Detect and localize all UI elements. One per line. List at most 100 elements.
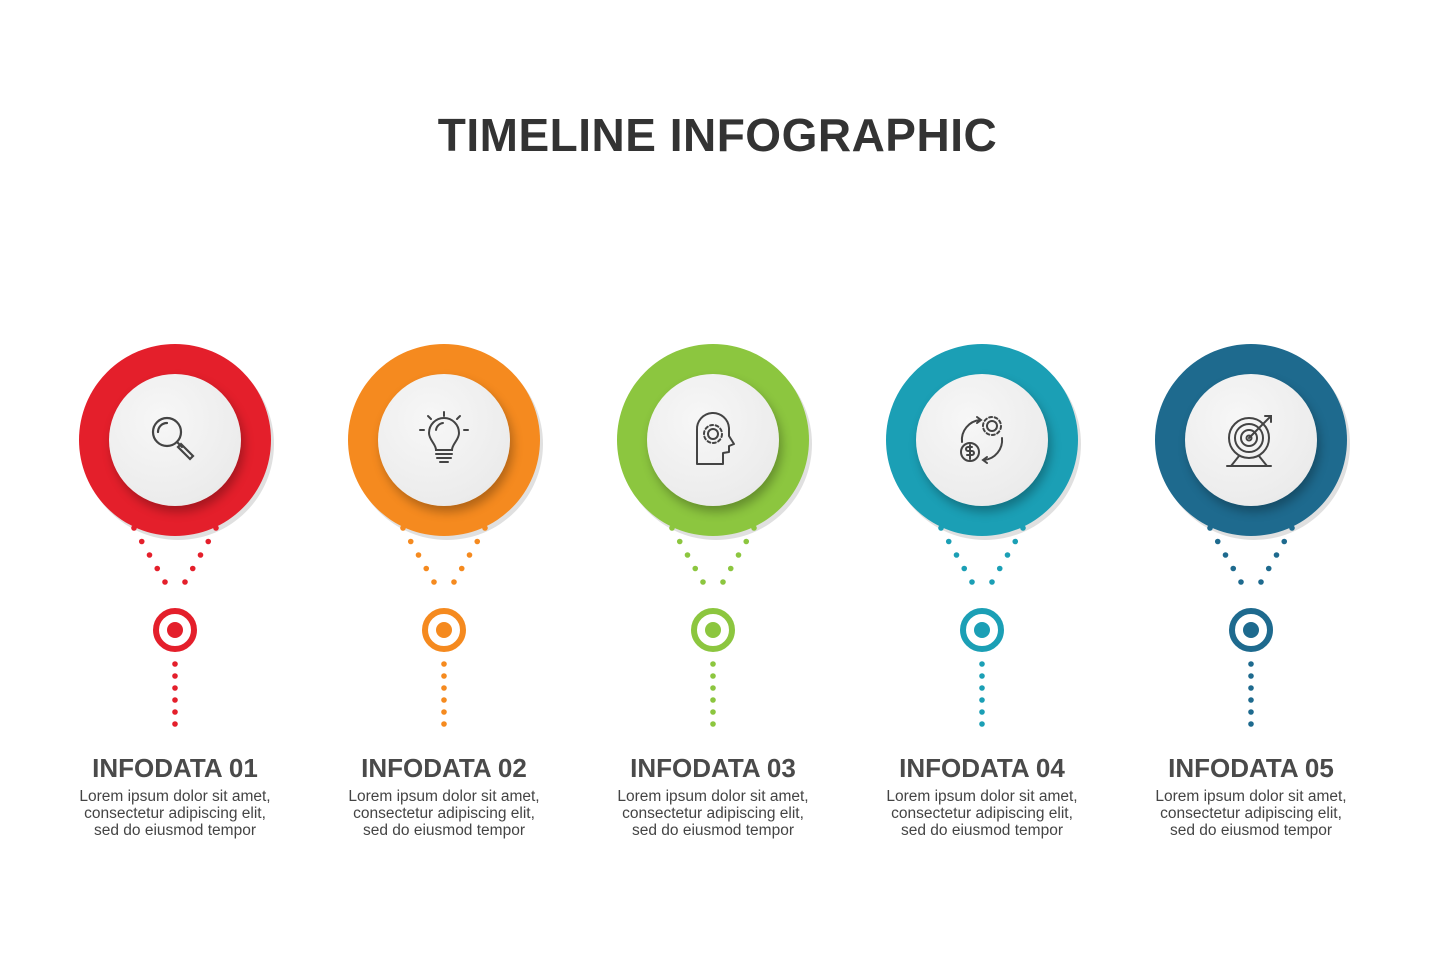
- timeline-step-4: INFODATA 04 Lorem ipsum dolor sit amet, …: [847, 330, 1117, 890]
- timeline-step-2: INFODATA 02 Lorem ipsum dolor sit amet, …: [309, 330, 579, 890]
- timeline-node-center: [167, 622, 183, 638]
- connector-dot: [969, 579, 975, 585]
- connector-dot: [172, 685, 178, 691]
- connector-dot: [979, 661, 985, 667]
- connector-dot: [146, 552, 153, 558]
- step-description: Lorem ipsum dolor sit amet, consectetur …: [348, 788, 540, 839]
- connector-dot: [423, 565, 430, 572]
- connector-dot: [407, 538, 414, 545]
- connector-dot: [1012, 538, 1019, 545]
- connector-dot: [172, 709, 178, 715]
- step-description: Lorem ipsum dolor sit amet, consectetur …: [1155, 788, 1347, 839]
- step-icon-disc: [378, 374, 510, 506]
- connector-dot: [953, 552, 960, 558]
- connector-dot: [431, 579, 437, 585]
- connector-dot: [197, 552, 204, 558]
- connector-dot: [720, 579, 726, 585]
- connector-dot: [415, 552, 422, 558]
- connector-dot: [1238, 579, 1244, 585]
- magnifier-icon: [151, 416, 195, 461]
- connector-dot: [979, 685, 985, 691]
- step-title: INFODATA 05: [1168, 753, 1334, 783]
- connector-dot: [1248, 709, 1254, 715]
- head-gear-icon: [695, 412, 735, 465]
- step-title: INFODATA 04: [899, 753, 1065, 783]
- connector-dot: [1004, 552, 1011, 558]
- connector-dot: [669, 525, 675, 531]
- connector-dot: [945, 538, 952, 545]
- connector-dot: [710, 709, 716, 715]
- step-title: INFODATA 03: [630, 753, 796, 783]
- connector-dot: [131, 525, 137, 531]
- connector-dot: [1214, 538, 1221, 545]
- connector-dot: [1289, 525, 1295, 531]
- connector-dot: [182, 579, 188, 585]
- timeline-node: [691, 608, 735, 652]
- connector-dot: [710, 673, 716, 679]
- step-icon-disc: [1185, 374, 1317, 506]
- connector-dot: [441, 661, 447, 667]
- connector-dot: [441, 697, 447, 703]
- connector-dot: [979, 721, 985, 727]
- timeline-step-3: INFODATA 03 Lorem ipsum dolor sit amet, …: [578, 330, 848, 890]
- connector-dot: [1248, 661, 1254, 667]
- connector-dot: [710, 685, 716, 691]
- connector-dot: [1020, 525, 1026, 531]
- timeline-node: [153, 608, 197, 652]
- timeline-node-center: [705, 622, 721, 638]
- timeline-node: [422, 608, 466, 652]
- connector-dot: [441, 685, 447, 691]
- timeline-node-center: [974, 622, 990, 638]
- connector-dot: [1248, 721, 1254, 727]
- connector-dot: [213, 525, 219, 531]
- step-icon-disc: [109, 374, 241, 506]
- connector-dot: [400, 525, 406, 531]
- connector-dot: [751, 525, 757, 531]
- connector-dot: [743, 538, 750, 545]
- timeline-node-center: [1243, 622, 1259, 638]
- connector-dot: [700, 579, 706, 585]
- page-title: TIMELINE INFOGRAPHIC: [437, 109, 998, 161]
- connector-dot: [441, 709, 447, 715]
- connector-dot: [482, 525, 488, 531]
- money-cycle-icon: [960, 416, 1004, 464]
- connector-dot: [979, 709, 985, 715]
- connector-dot: [996, 565, 1003, 572]
- connector-dot: [466, 552, 473, 558]
- connector-dot: [979, 697, 985, 703]
- target-icon: [1226, 415, 1272, 467]
- step-description: Lorem ipsum dolor sit amet, consectetur …: [617, 788, 809, 839]
- connector-dot: [189, 565, 196, 572]
- step-title: INFODATA 02: [361, 753, 527, 783]
- connector-dot: [1230, 565, 1237, 572]
- connector-dot: [1248, 685, 1254, 691]
- connector-dot: [441, 673, 447, 679]
- step-icon-disc: [916, 374, 1048, 506]
- connector-dot: [172, 697, 178, 703]
- connector-dot: [684, 552, 691, 558]
- connector-dot: [727, 565, 734, 572]
- connector-dot: [710, 721, 716, 727]
- connector-dot: [692, 565, 699, 572]
- connector-dot: [154, 565, 161, 572]
- connector-dot: [1273, 552, 1280, 558]
- connector-dot: [162, 579, 168, 585]
- connector-dot: [735, 552, 742, 558]
- connector-dot: [451, 579, 457, 585]
- step-title: INFODATA 01: [92, 753, 258, 783]
- timeline-step-1: INFODATA 01 Lorem ipsum dolor sit amet, …: [40, 330, 310, 890]
- connector-dot: [172, 673, 178, 679]
- connector-dot: [1222, 552, 1229, 558]
- step-description: Lorem ipsum dolor sit amet, consectetur …: [79, 788, 271, 839]
- connector-dot: [1265, 565, 1272, 572]
- connector-dot: [474, 538, 481, 545]
- step-icon-disc: [647, 374, 779, 506]
- connector-dot: [458, 565, 465, 572]
- connector-dot: [961, 565, 968, 572]
- timeline-node: [960, 608, 1004, 652]
- connector-dot: [979, 673, 985, 679]
- connector-dot: [710, 697, 716, 703]
- timeline-node: [1229, 608, 1273, 652]
- connector-dot: [172, 721, 178, 727]
- connector-dot: [1281, 538, 1288, 545]
